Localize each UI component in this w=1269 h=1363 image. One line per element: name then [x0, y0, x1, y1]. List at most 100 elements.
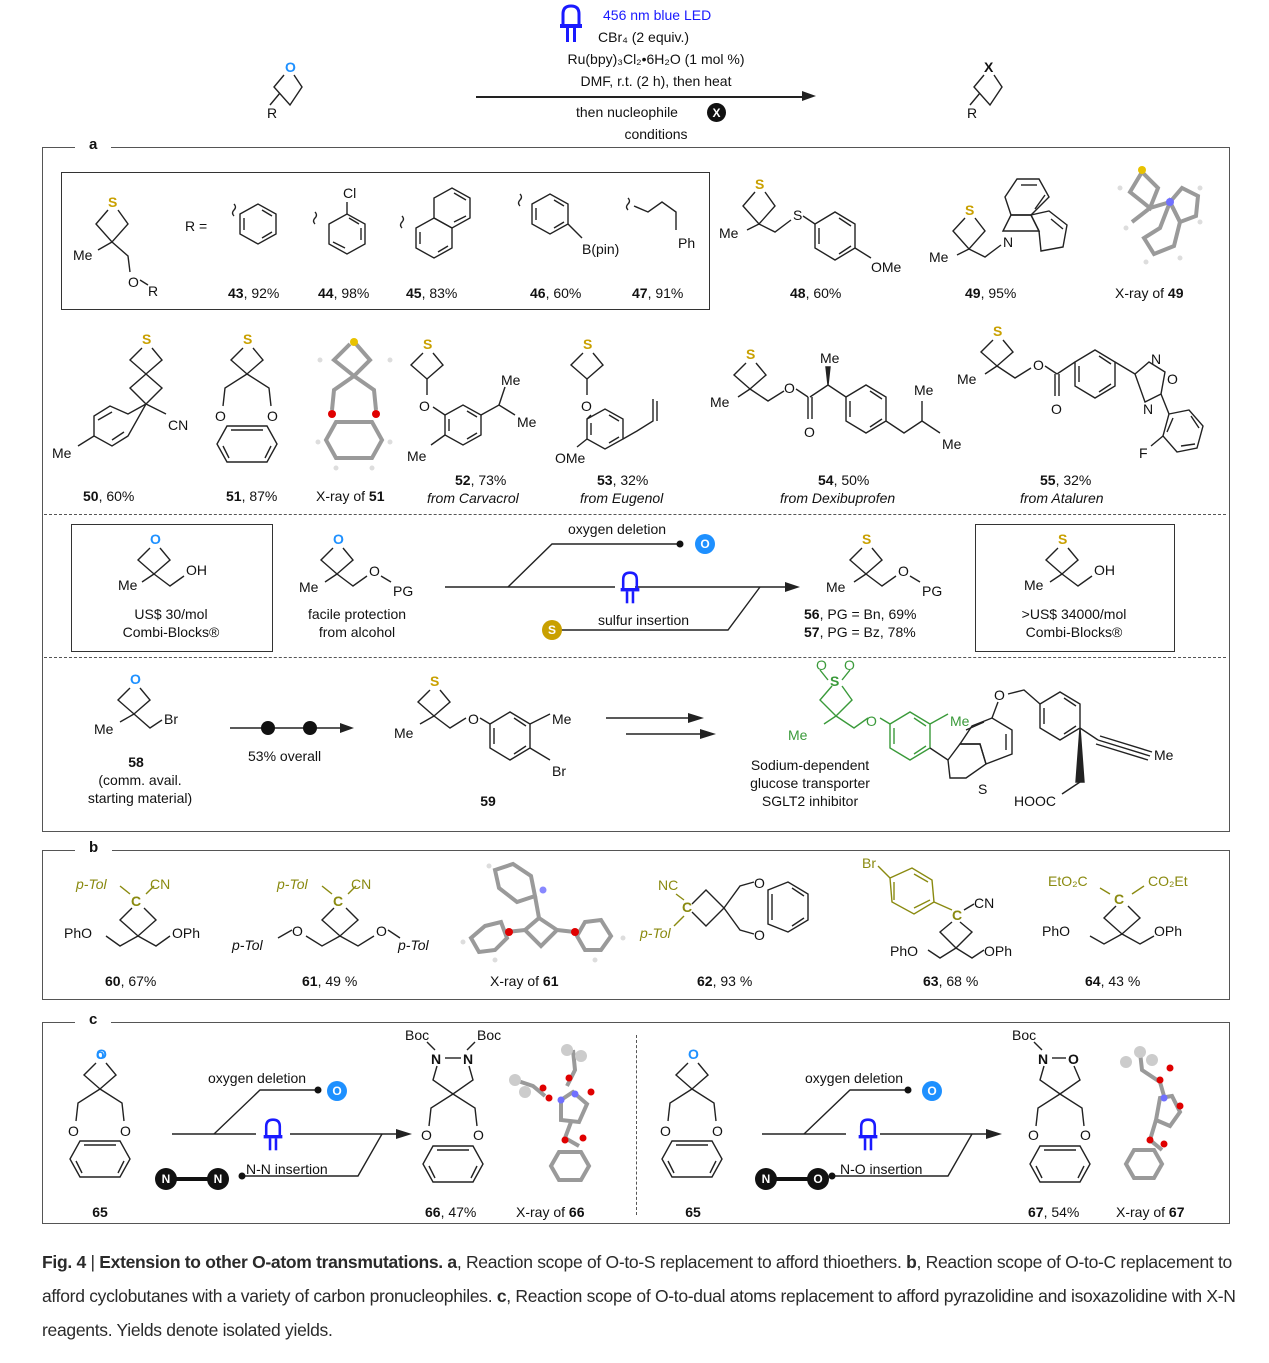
svg-text:O: O — [468, 711, 479, 727]
reactant-oxetane: O R — [267, 59, 303, 121]
xray-51-image — [315, 338, 393, 471]
svg-text:OPh: OPh — [172, 925, 200, 941]
svg-text:Br: Br — [164, 711, 178, 727]
cheap-vendor-label: Combi-Blocks® — [122, 624, 220, 640]
xray-67-image — [1120, 1046, 1184, 1180]
svg-text:S: S — [583, 336, 592, 352]
svg-text:O: O — [804, 424, 815, 440]
protected-thietane-structure: S Me O PG — [826, 531, 942, 599]
svg-text:O: O — [376, 923, 387, 939]
svg-text:O: O — [419, 398, 430, 414]
svg-text:Me: Me — [118, 577, 138, 593]
svg-text:N: N — [1003, 234, 1013, 250]
panel-b — [42, 850, 1230, 1000]
svg-text:R: R — [267, 105, 277, 121]
svg-text:C: C — [1114, 891, 1124, 907]
compound-56-label: 56, PG = Bn, 69% — [804, 606, 917, 622]
svg-text:O: O — [660, 1123, 671, 1139]
compound-64-structure: EtO₂C CO₂Et C PhO OPh — [1042, 873, 1188, 945]
cheap-alcohol-box — [71, 524, 273, 652]
svg-text:O: O — [844, 657, 855, 673]
sglt2-inhibitor-structure: O O S Me O Me O Me HOOC S — [788, 657, 1174, 809]
svg-text:p-Tol: p-Tol — [397, 937, 430, 953]
compound-53-structure: S O OMe — [555, 336, 658, 466]
blue-led-icon — [858, 1118, 878, 1151]
compound-65-id-left: 65 — [92, 1204, 108, 1220]
conditions-label: DMF, r.t. (2 h), then heat — [580, 73, 732, 89]
svg-text:O: O — [421, 1127, 432, 1143]
compound-51-structure: S O O — [215, 331, 278, 463]
svg-text:N: N — [431, 1051, 441, 1067]
svg-text:Me: Me — [394, 725, 414, 741]
compound-49-structure: S Me N — [929, 178, 1068, 265]
svg-text:O: O — [1167, 371, 1178, 387]
svg-text:S: S — [862, 531, 871, 547]
svg-text:OPh: OPh — [1154, 923, 1182, 939]
compound-64-label: 64, 43 % — [1085, 973, 1141, 989]
svg-text:Me: Me — [826, 579, 846, 595]
sulfur-insertion-arrow — [445, 540, 800, 634]
svg-text:S: S — [978, 781, 987, 797]
svg-text:OH: OH — [1094, 562, 1115, 578]
svg-text:O: O — [866, 713, 877, 729]
r-group-1-naphthyl — [399, 187, 471, 259]
compound-43-label: 43, 92% — [228, 285, 280, 301]
svg-text:PG: PG — [393, 583, 413, 599]
cheap-price-label: US$ 30/mol — [134, 606, 208, 622]
svg-text:O: O — [285, 59, 296, 75]
thietane-alcohol-structure: S Me OH — [1024, 531, 1115, 593]
reaction-arrow — [476, 96, 806, 98]
svg-text:Me: Me — [52, 445, 72, 461]
svg-text:PhO: PhO — [64, 925, 92, 941]
svg-text:Me: Me — [407, 448, 427, 464]
panel-c-divider — [636, 1035, 637, 1215]
compound-46-label: 46, 60% — [530, 285, 582, 301]
svg-text:C: C — [131, 893, 141, 909]
svg-text:S: S — [746, 346, 755, 362]
svg-text:S: S — [142, 331, 151, 347]
svg-text:B(pin): B(pin) — [582, 241, 619, 257]
svg-text:O: O — [581, 398, 592, 414]
svg-text:N: N — [463, 1051, 473, 1067]
svg-text:Me: Me — [719, 225, 739, 241]
compound-67-structure: Boc N O O O — [1012, 1027, 1091, 1183]
compound-45-label: 45, 83% — [406, 285, 458, 301]
svg-text:CN: CN — [974, 895, 994, 911]
compound-59-id: 59 — [480, 793, 496, 809]
compound-54-structure: S Me O O Me Me Me — [710, 346, 962, 452]
svg-text:Me: Me — [914, 382, 934, 398]
target-label-1: Sodium-dependent — [750, 757, 870, 773]
svg-text:F: F — [1139, 445, 1148, 461]
compound-60-label: 60, 67% — [105, 973, 157, 989]
svg-text:Me: Me — [299, 579, 319, 595]
svg-text:O: O — [1028, 1127, 1039, 1143]
panel-b-label: b — [75, 839, 113, 856]
svg-text:N: N — [1038, 1051, 1048, 1067]
compound-50-structure: S CN Me — [52, 331, 188, 461]
nucleophile-x-icon: X — [707, 103, 726, 122]
svg-text:O: O — [150, 531, 161, 547]
compound-58-id: 58 — [128, 754, 144, 770]
svg-text:O: O — [754, 927, 765, 943]
blue-led-icon — [560, 4, 582, 42]
svg-text:O: O — [754, 875, 765, 891]
svg-text:S: S — [243, 331, 252, 347]
svg-text:NC: NC — [658, 877, 678, 893]
expensive-alcohol-box — [975, 524, 1175, 652]
no-reagent-icon: N O — [755, 1168, 830, 1190]
svg-text:OPh: OPh — [984, 943, 1012, 959]
expensive-price-label: >US$ 34000/mol — [1021, 606, 1127, 622]
svg-text:HOOC: HOOC — [1014, 793, 1056, 809]
svg-text:S: S — [1058, 531, 1067, 547]
svg-text:O: O — [369, 563, 380, 579]
panel-a — [42, 147, 1230, 832]
compound-52-label: 52, 73% — [455, 472, 507, 488]
compound-65-structure-right: O O O — [660, 1046, 723, 1178]
protection-note-1: facile protection — [307, 606, 407, 622]
svg-text:S: S — [755, 176, 764, 192]
compound-63-label: 63, 68 % — [923, 973, 979, 989]
nucleophile-label: then nucleophile — [576, 104, 678, 120]
figure-caption: Fig. 4 | Extension to other O-atom trans… — [42, 1252, 1236, 1340]
svg-text:O: O — [292, 923, 303, 939]
xray-66-label: X-ray of 66 — [516, 1204, 585, 1220]
